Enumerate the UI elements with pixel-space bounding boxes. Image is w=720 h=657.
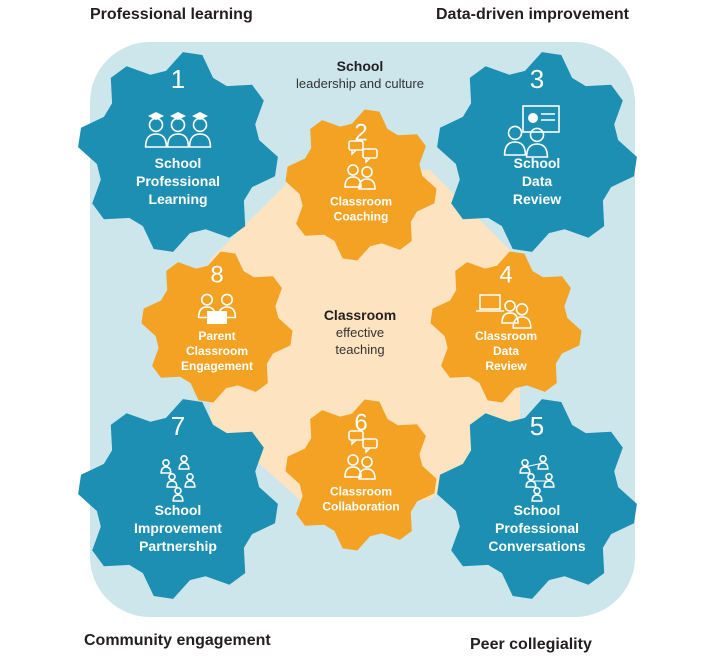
corner-label-peer-collegiality: Peer collegiality	[470, 636, 592, 653]
gear-label-line: Engagement	[181, 359, 253, 373]
school-zone-title: School	[336, 58, 384, 74]
gear-shape	[430, 251, 582, 403]
classroom-zone-subtitle-line2: teaching	[335, 342, 385, 357]
classroom-zone-subtitle-line1: effective	[335, 325, 385, 340]
gear-label-line: School	[514, 502, 561, 518]
gear-label-line: Classroom	[330, 485, 392, 499]
gear-label-line: Review	[485, 359, 527, 373]
gear-label-line: Improvement	[134, 520, 222, 536]
gear-number: 2	[354, 119, 367, 146]
laptop-people-icon	[476, 294, 532, 329]
gear-number: 4	[499, 261, 512, 288]
parent-reading-icon	[197, 293, 237, 324]
classroom-zone-background	[210, 170, 520, 500]
gear-label-line: Coaching	[334, 210, 389, 224]
graduates-icon	[144, 112, 212, 148]
gear-shape	[78, 399, 278, 599]
gear-shape	[78, 52, 278, 252]
classroom-zone-title: Classroom	[323, 307, 397, 323]
coaching-icon	[344, 140, 378, 190]
group-icon	[160, 454, 196, 502]
gear-shape	[141, 251, 293, 403]
corner-label-data-driven-improvement: Data-driven improvement	[436, 6, 629, 23]
corner-label-professional-learning: Professional learning	[90, 6, 253, 23]
presentation-icon	[503, 105, 560, 158]
gear-number: 7	[171, 411, 185, 441]
school-zone-label: School leadership and culture	[280, 58, 440, 92]
gear-label-line: Conversations	[488, 538, 585, 554]
gear-number: 5	[530, 411, 544, 441]
gear-number: 8	[210, 261, 223, 288]
gear-label-line: Partnership	[139, 538, 217, 554]
gear-label-line: Classroom	[186, 344, 248, 358]
network-icon	[519, 454, 555, 502]
gear-label-line: Professional	[495, 520, 579, 536]
school-zone-subtitle: leadership and culture	[296, 76, 424, 91]
classroom-zone-label: Classroom effective teaching	[300, 307, 420, 358]
gear-label-line: Review	[513, 191, 561, 207]
gear-label-line: Data	[522, 173, 553, 189]
gear-label-line: Learning	[148, 191, 207, 207]
gear-label-line: Data	[493, 344, 519, 358]
gear-label-line: Professional	[136, 173, 220, 189]
gear-label-line: School	[514, 155, 561, 171]
gear-label-line: Collaboration	[322, 500, 399, 514]
gear-label-line: School	[155, 502, 202, 518]
gear-shape	[437, 399, 637, 599]
gear-label-line: Parent	[198, 329, 235, 343]
gear-label-line: Classroom	[330, 195, 392, 209]
gear-number: 1	[171, 64, 185, 94]
gear-label-line: Classroom	[475, 329, 537, 343]
gear-shape	[437, 52, 637, 252]
gear-number: 6	[354, 409, 367, 436]
gear-label-line: School	[155, 155, 202, 171]
chat-people-icon	[344, 430, 378, 480]
corner-label-community-engagement: Community engagement	[84, 632, 271, 649]
gears-layer: 1SchoolProfessionalLearning2ClassroomCoa…	[78, 52, 637, 599]
gear-number: 3	[530, 64, 544, 94]
